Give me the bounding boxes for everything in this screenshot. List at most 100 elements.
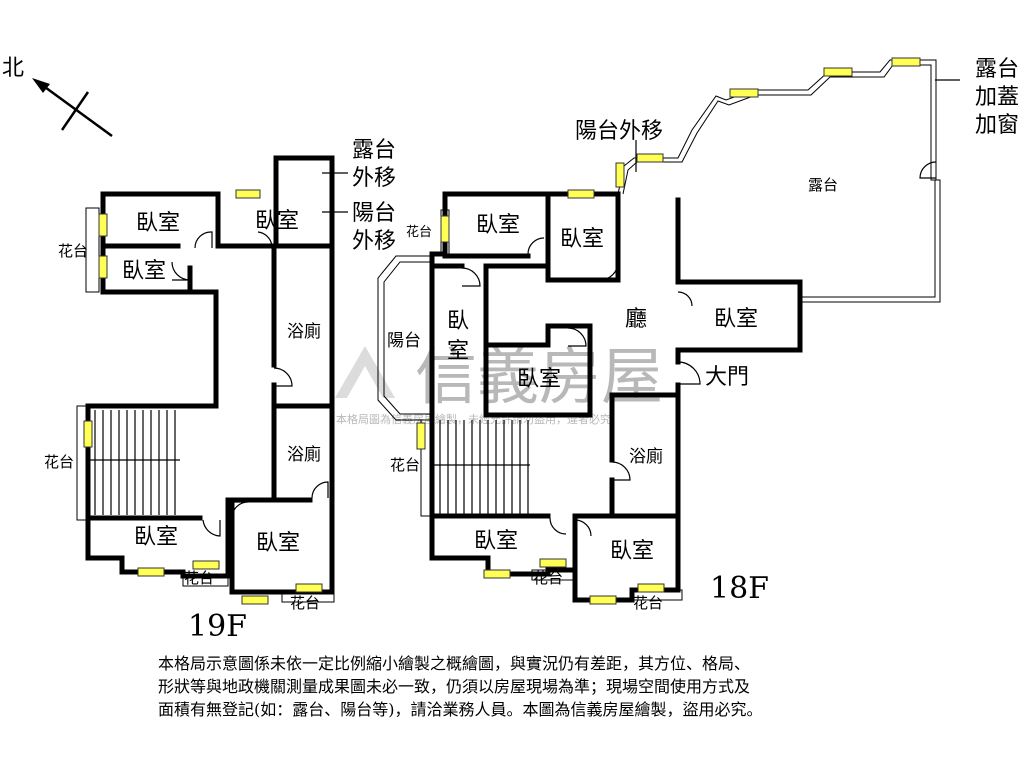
f19-flower-bed-west-lower — [76, 405, 89, 521]
f18-flower-bed-label: 花台 — [390, 456, 420, 474]
f19-room-label: 浴廁 — [287, 321, 321, 342]
f19-room-label: 臥室 — [122, 259, 166, 284]
compass-arrow-head — [32, 78, 50, 93]
f18-door-swing — [574, 519, 592, 537]
f18-door-swing — [549, 517, 567, 535]
f19-flower-bed-west-upper — [85, 207, 100, 293]
f18-window — [483, 569, 511, 579]
f19-window — [98, 255, 108, 279]
f18-door-swing — [599, 261, 619, 281]
f18-window — [637, 583, 665, 593]
f18-living-room-label: 廳 — [625, 307, 647, 332]
f18-flower-bed-label: 花台 — [406, 224, 432, 240]
f19-room-label: 浴廁 — [287, 444, 321, 465]
f18-room-label: 臥室 — [476, 213, 520, 238]
f18-window — [440, 215, 450, 243]
f19-flower-bed-label: 花台 — [184, 569, 214, 587]
disclaimer-line-2: 形狀等與地政機關測量成果圖未必一致，仍須以房屋現場為準；現場空間使用方式及 — [158, 677, 751, 696]
floor-18f-plan: 臥室 臥室 臥室 臥 室 臥室 浴廁 臥室 臥室 廳 大門 陽台 露台 花台 花… — [377, 57, 1019, 612]
f18-balcony-move-label: 陽台外移 — [575, 119, 663, 144]
f19-window — [295, 583, 323, 593]
watermark: 信義房屋 本格局圖為信義房屋繪製，未經允許請勿盜用，違者必究 — [335, 340, 663, 426]
disclaimer-line-1: 本格局示意圖係未依一定比例縮小繪製之概繪圖，與實況仍有差距，其方位、格局、 — [158, 654, 751, 673]
f19-room-label: 臥室 — [136, 211, 180, 236]
f19-flower-bed-south — [182, 575, 229, 587]
f19-stairs — [88, 410, 180, 515]
f18-room-label: 臥室 — [714, 307, 758, 332]
f18-door-swing — [611, 461, 631, 481]
f18-window — [636, 153, 664, 163]
disclaimer-note: 本格局示意圖係未依一定比例縮小繪製之概繪圖，與實況仍有差距，其方位、格局、 形狀… — [158, 652, 918, 721]
f18-flower-bed-label: 花台 — [533, 569, 563, 587]
f19-room-label: 臥室 — [256, 531, 300, 556]
f18-room-label: 臥室 — [517, 367, 561, 392]
f19-door-swing — [311, 481, 329, 499]
f18-terrace-door-swing — [919, 161, 937, 179]
f18-room-label: 臥 — [447, 309, 469, 334]
f19-flower-bed-label: 花台 — [44, 453, 74, 471]
f18-main-door-swing — [677, 361, 701, 385]
f18-terrace-outline — [617, 59, 941, 303]
f18-terrace-roof-label-line1: 露台 — [975, 57, 1019, 82]
f18-door-swing — [567, 327, 587, 347]
f18-stairs — [432, 420, 530, 514]
f18-room-label: 室 — [447, 339, 469, 364]
f19-balcony-move-label-line1: 陽台 — [352, 201, 396, 226]
f18-floor-label: 18F — [710, 571, 769, 606]
disclaimer-line-3: 面積有無登記(如：露台、陽台等)，請洽業務人員。本圖為信義房屋繪製，盜用必究。 — [158, 700, 763, 719]
floor-19f-plan: 臥室 臥室 臥室 浴廁 浴廁 臥室 臥室 花台 花台 花台 花台 露台 外移 陽… — [44, 138, 396, 644]
f18-outer-wall-east — [675, 197, 803, 365]
f18-window — [891, 57, 921, 67]
f18-door-swing — [677, 291, 693, 307]
f19-door-swing — [273, 367, 293, 387]
f18-wall — [483, 323, 593, 418]
f18-window — [823, 67, 853, 77]
f18-room-label: 臥室 — [560, 227, 604, 252]
f18-room-label: 浴廁 — [629, 446, 663, 467]
f18-flower-bed-label: 花台 — [633, 594, 663, 612]
f19-flower-bed-label: 花台 — [290, 594, 320, 612]
f18-door-swing — [527, 237, 545, 255]
f19-window — [98, 213, 108, 237]
north-compass: 北 — [2, 56, 113, 138]
f19-terrace-move-label-line2: 外移 — [352, 166, 396, 191]
f19-balcony-move-label-line2: 外移 — [352, 229, 396, 254]
f18-flower-bed-west — [420, 419, 433, 517]
f19-window — [137, 567, 165, 577]
f18-window — [416, 422, 426, 450]
f18-terrace-roof-label-line2: 加蓋 — [975, 85, 1019, 110]
f18-window — [615, 162, 625, 188]
f19-window — [241, 595, 269, 605]
f18-window — [539, 558, 567, 568]
f18-terrace-label: 露台 — [808, 176, 838, 194]
f19-floor-label: 19F — [188, 609, 247, 644]
f18-main-door-label: 大門 — [705, 365, 749, 390]
f18-room-label: 臥室 — [610, 539, 654, 564]
f18-door-swing — [461, 267, 481, 287]
f19-door-swing — [231, 501, 249, 519]
watermark-logo — [335, 346, 395, 398]
f18-terrace-roof-label-line3: 加窗 — [975, 113, 1019, 138]
f18-window — [567, 189, 595, 199]
f19-room-label: 臥室 — [134, 525, 178, 550]
watermark-brand: 信義房屋 — [415, 340, 663, 413]
f19-room-label: 臥室 — [255, 209, 299, 234]
f19-door-swing — [194, 231, 213, 249]
f19-terrace-move-label-line1: 露台 — [352, 138, 396, 163]
f18-outer-wall-north — [442, 191, 621, 283]
f18-window — [729, 88, 759, 98]
f19-outer-wall-east — [302, 243, 335, 595]
f19-window — [83, 420, 93, 448]
f19-door-swing — [171, 261, 191, 281]
north-label: 北 — [2, 56, 24, 81]
f18-terrace-outline-inner — [622, 64, 936, 298]
f19-outer-wall-north — [100, 155, 335, 295]
f19-door-swing — [257, 231, 273, 247]
f19-flower-bed-label: 花台 — [58, 242, 88, 260]
f19-window — [192, 560, 220, 570]
compass-cross-line — [60, 91, 90, 131]
f18-window — [589, 595, 617, 605]
f18-balcony-outline-inner — [383, 261, 433, 415]
f19-door-swing — [202, 519, 221, 537]
